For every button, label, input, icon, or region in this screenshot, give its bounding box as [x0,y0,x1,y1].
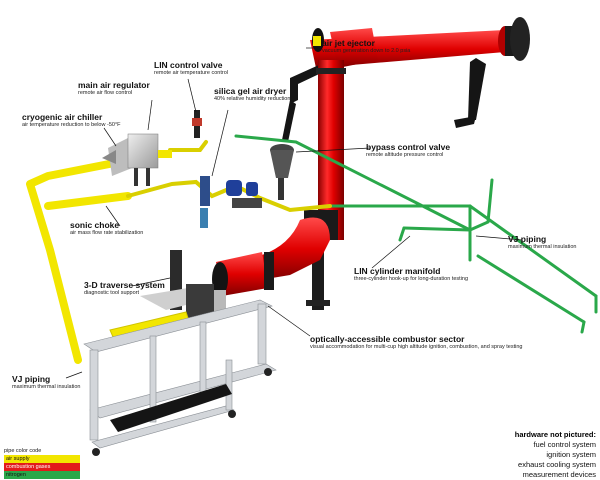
label-lin-cylinder-manifold: LIN cylinder manifold three-cylinder hoo… [354,266,468,283]
not-pictured-heading: hardware not pictured: [514,430,596,439]
label-subtitle: remote air temperature control [154,70,228,76]
label-cryogenic-air-chiller: cryogenic air chiller air temperature re… [22,112,121,129]
not-pictured-item: measurement devices [522,470,596,479]
legend-swatch-nitrogen: nitrogen [4,471,80,479]
caster-wheels [92,368,272,456]
label-title: VJ piping [508,234,547,244]
label-title: sonic choke [70,220,120,230]
label-title: VJ piping [12,374,51,384]
pipe-color-legend: pipe color code air supply combustion ga… [4,448,80,479]
air-jet-ejector-arm [310,17,530,68]
cable-chain [110,384,232,432]
lin-control-valve-body [192,110,202,138]
label-lin-control-valve: LIN control valve remote air temperature… [154,60,228,77]
not-pictured-item: fuel control system [533,440,596,449]
bypass-valve-body [270,144,294,200]
label-main-air-regulator: main air regulator remote air flow contr… [78,80,150,97]
label-subtitle: vacuum generation down to 2.0 psia [322,48,411,54]
label-title: cryogenic air chiller [22,112,103,122]
label-sonic-choke: sonic choke air mass flow rate stabiliza… [70,220,143,237]
label-bypass-control-valve: bypass control valve remote altitude pre… [366,142,450,159]
chiller-assembly [102,133,172,186]
label-subtitle: 40% relative humidity reduction [214,96,291,102]
label-subtitle: maximum thermal insulation [508,244,577,250]
label-air-jet-ejector: air jet ejector vacuum generation down t… [322,38,410,55]
label-subtitle: air temperature reduction to below -50°F [22,122,121,128]
label-subtitle: maximum thermal insulation [12,384,81,390]
legend-swatch-combustion-gases: combustion gases [4,463,80,471]
label-title: main air regulator [78,80,150,90]
label-title: silica gel air dryer [214,86,287,96]
label-subtitle: remote altitude pressure control [366,152,444,158]
legend-swatch-air-supply: air supply [4,455,80,463]
combustor-duct [212,217,330,296]
legend-title: pipe color code [4,448,42,454]
label-subtitle: air mass flow rate stabilization [70,230,144,236]
label-title: LIN control valve [154,60,223,70]
label-vj-piping-right: VJ piping maximum thermal insulation [508,234,576,251]
label-subtitle: visual accommodation for multi-cup high … [310,344,523,350]
label-subtitle: three-cylinder hook-up for long-duration… [354,276,469,282]
test-stand-frame [83,299,277,449]
label-subtitle: diagnostic tool support [84,290,140,296]
label-vj-piping-left: VJ piping maximum thermal insulation [12,374,80,391]
leader-lines [65,47,523,379]
dryer-cluster [200,176,262,228]
combustion-gas-column [304,60,346,310]
air-supply-piping [26,154,144,364]
support-brackets [282,58,486,142]
label-combustor-sector: optically-accessible combustor sector vi… [310,334,522,351]
label-subtitle: remote air flow control [78,90,133,96]
label-title: optically-accessible combustor sector [310,334,465,344]
label-title: air jet ejector [322,38,375,48]
not-pictured-item: exhaust cooling system [518,460,596,469]
label-silica-gel-air-dryer: silica gel air dryer 40% relative humidi… [214,86,290,103]
hardware-not-pictured: hardware not pictured: fuel control syst… [486,430,596,480]
label-title: 3-D traverse system [84,280,165,290]
air-supply-line-thin [126,140,332,213]
label-3d-traverse-system: 3-D traverse system diagnostic tool supp… [84,280,165,297]
label-title: bypass control valve [366,142,451,152]
not-pictured-item: ignition system [546,450,596,459]
nitrogen-piping [234,134,598,334]
label-title: LIN cylinder manifold [354,266,441,276]
